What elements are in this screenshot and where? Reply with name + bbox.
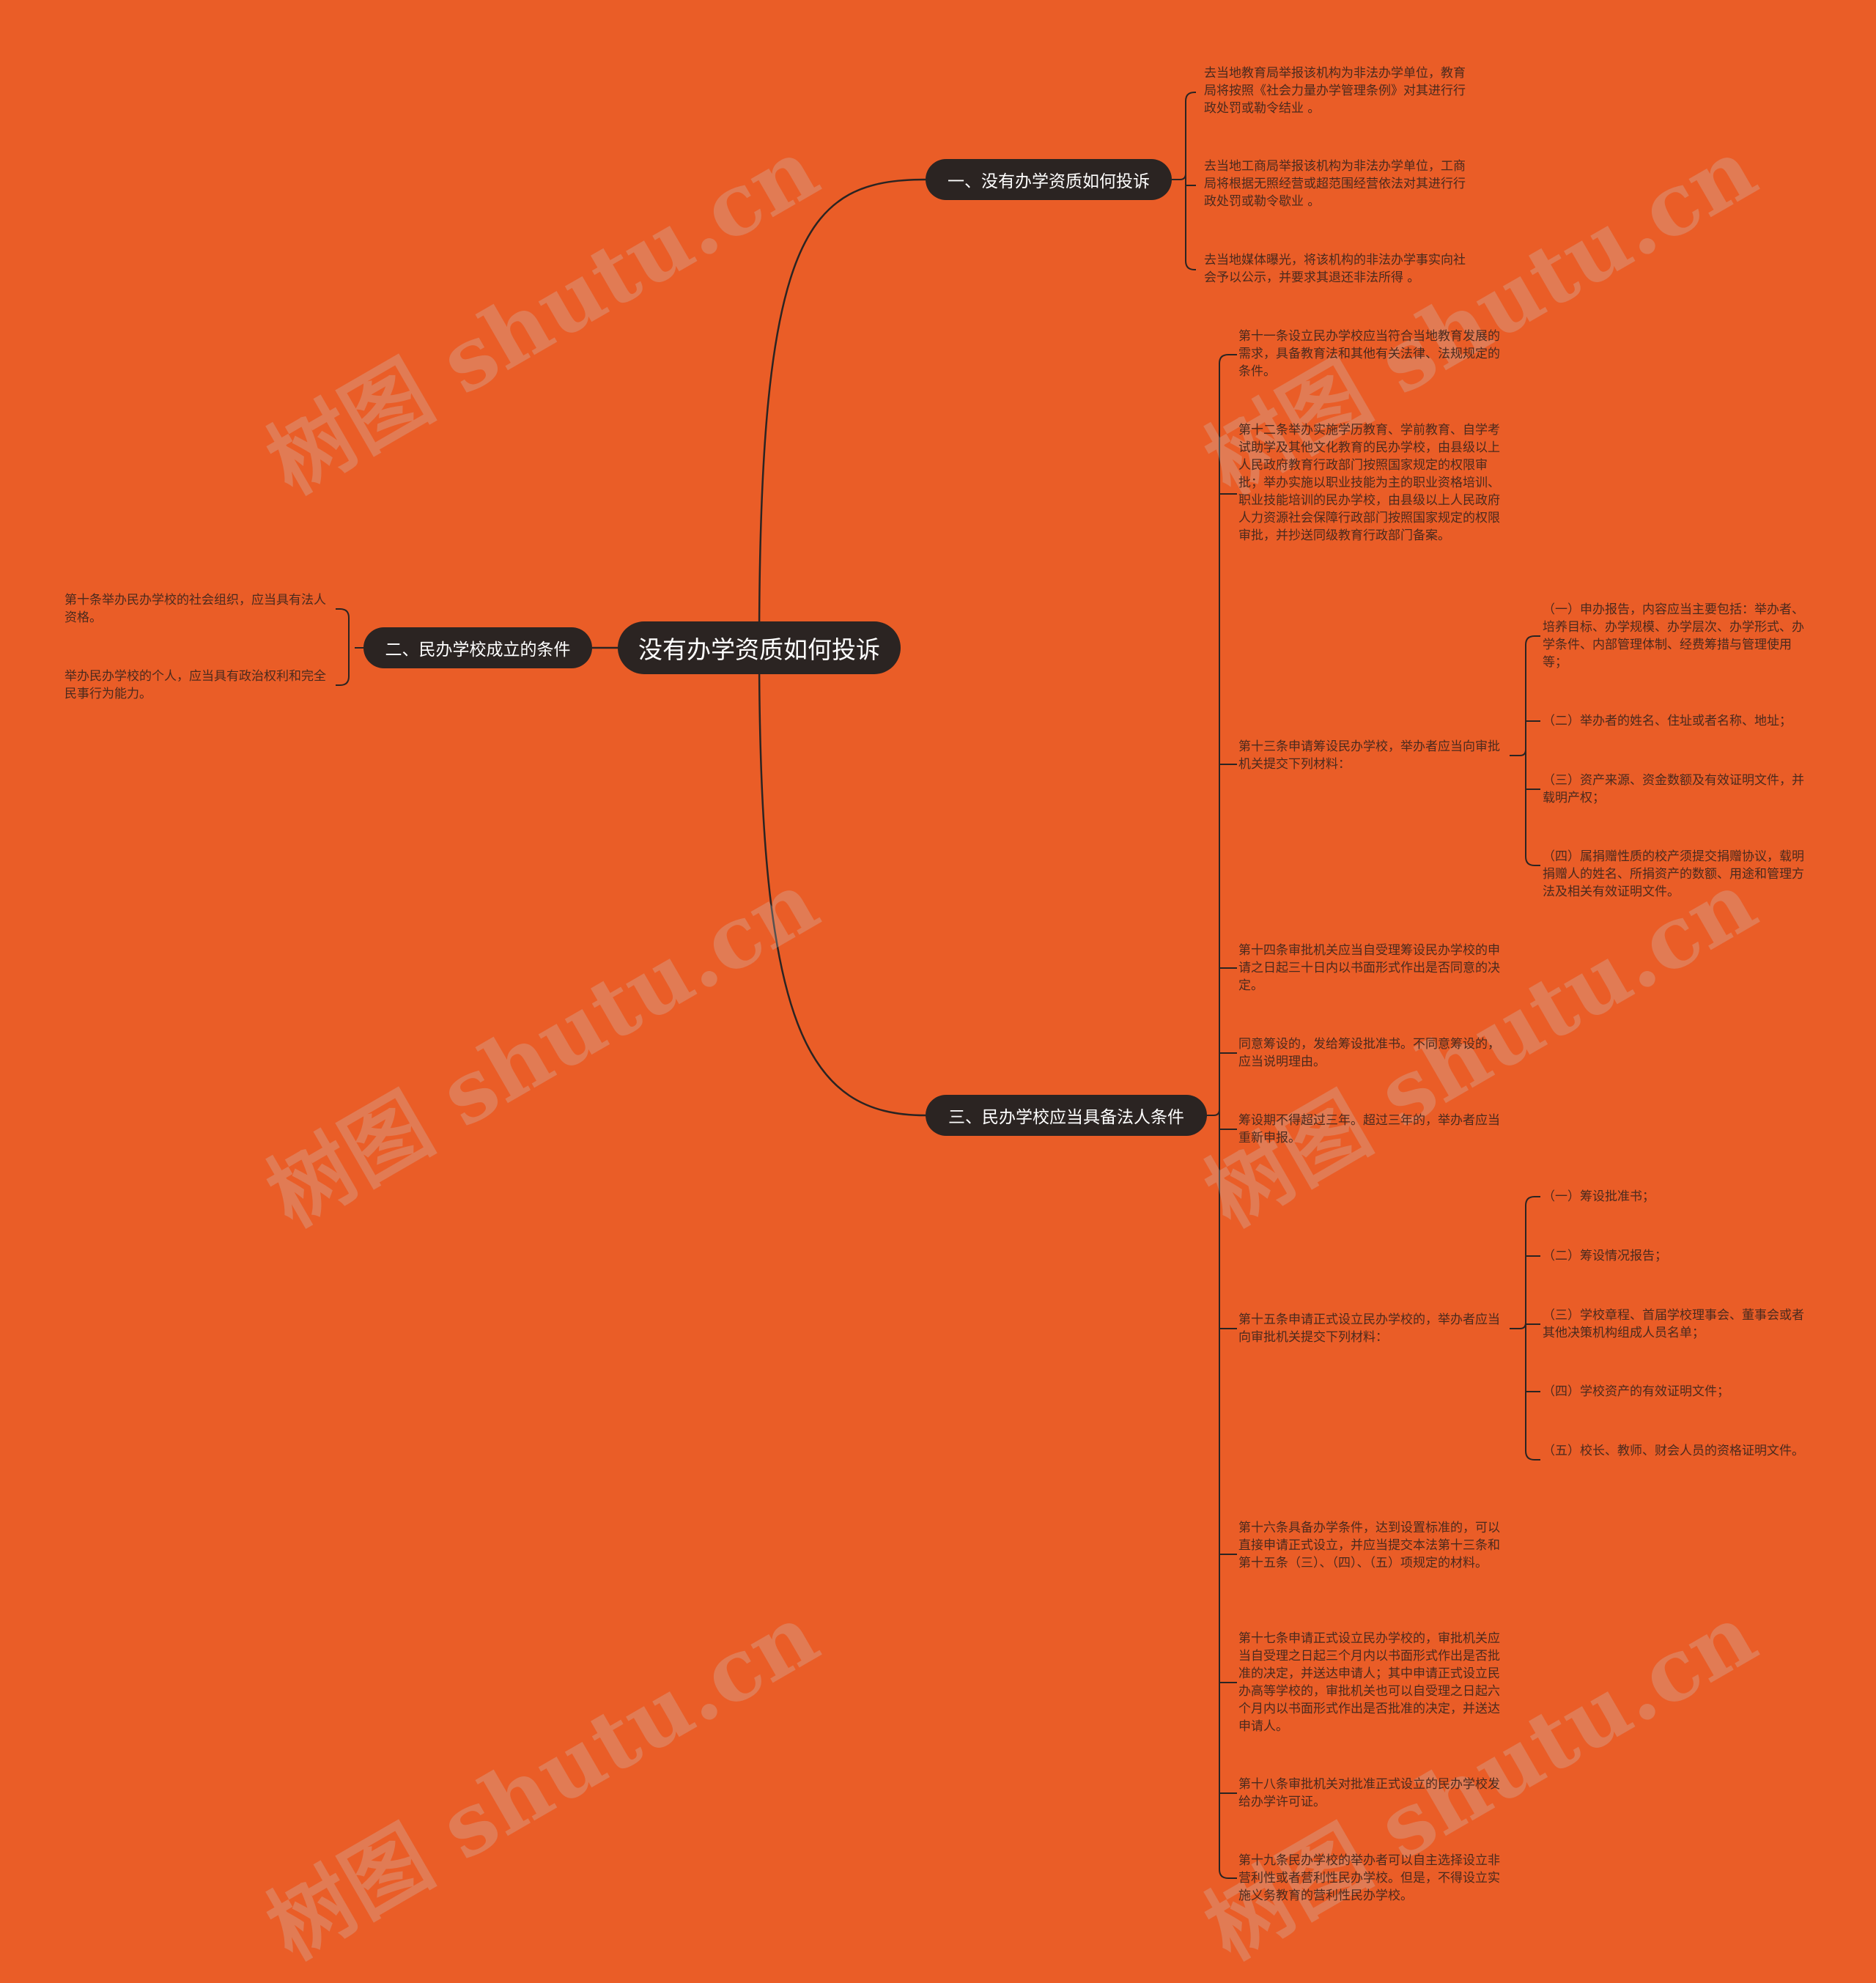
subleaf-text: （二）筹设情况报告； [1543, 1249, 1667, 1263]
leaf-text: 第十二条举办实施学历教育、学前教育、自学考试助学及其他文化教育的民办学校，由县级… [1238, 423, 1500, 543]
connector-line [758, 647, 926, 1117]
connector-line [1179, 173, 1186, 180]
leaf-text: 第十六条具备办学条件，达到设置标准的，可以直接申请正式设立，并应当提交本法第十三… [1238, 1521, 1500, 1570]
root-node[interactable]: 没有办学资质如何投诉 [618, 621, 901, 674]
leaf-text: 去当地工商局举报该机构为非法办学单位，工商局将根据无照经营或超范围经营依法对其进… [1204, 159, 1466, 209]
connector-line [1519, 1322, 1526, 1329]
leaf-text: 筹设期不得超过三年。超过三年的，举办者应当重新申报。 [1238, 1113, 1500, 1145]
connector-line [1185, 260, 1196, 270]
connector-line [1525, 856, 1540, 866]
connector-line [1525, 635, 1540, 646]
connector-line [336, 608, 350, 618]
connector-line [1519, 749, 1526, 756]
leaf-text: 去当地媒体曝光，将该机构的非法办学事实向社会予以公示，并要求其退还非法所得 。 [1204, 253, 1466, 285]
subleaf-text: （四）属捐赠性质的校产须提交捐赠协议，载明捐赠人的姓名、所捐资产的数额、用途和管… [1543, 849, 1804, 899]
leaf-text: 去当地教育局举报该机构为非法办学单位，教育局将按照《社会力量办学管理条例》对其进… [1204, 66, 1466, 116]
leaf-text: 同意筹设的，发给筹设批准书。不同意筹设的，应当说明理由。 [1238, 1037, 1500, 1069]
connector-line [1525, 1196, 1540, 1206]
leaf-text: 举办民办学校的个人，应当具有政治权利和完全民事行为能力。 [64, 669, 326, 701]
leaf-text: 第十四条审批机关应当自受理筹设民办学校的申请之日起三十日内以书面形式作出是否同意… [1238, 943, 1500, 993]
leaf-text: 第十五条申请正式设立民办学校的，举办者应当向审批机关提交下列材料： [1238, 1312, 1500, 1345]
connector-line [1219, 1869, 1237, 1879]
subleaf-text: （四）学校资产的有效证明文件； [1543, 1384, 1729, 1399]
leaf-text: 第十七条申请正式设立民办学校的，审批机关应当自受理之日起三个月内以书面形式作出是… [1238, 1631, 1500, 1734]
subleaf-text: （三）资产来源、资金数额及有效证明文件，并载明产权； [1543, 773, 1804, 805]
branch-node-1[interactable]: 一、没有办学资质如何投诉 [926, 159, 1172, 200]
leaf-text: 第十一条设立民办学校应当符合当地教育发展的需求，具备教育法和其他有关法律、法规规… [1238, 329, 1500, 379]
connector-line [758, 178, 926, 649]
leaf-text: 第十九条民办学校的举办者可以自主选择设立非营利性或者营利性民办学校。但是，不得设… [1238, 1853, 1500, 1903]
subleaf-text: （一）筹设批准书； [1543, 1189, 1655, 1204]
connector-line [1185, 92, 1196, 102]
branch-node-3[interactable]: 三、民办学校应当具备法人条件 [926, 1095, 1207, 1136]
leaf-text: 第十条举办民办学校的社会组织，应当具有法人资格。 [64, 593, 326, 625]
leaf-text: 第十三条申请筹设民办学校，举办者应当向审批机关提交下列材料： [1238, 739, 1500, 772]
connector-line [336, 676, 350, 686]
subleaf-text: （二）举办者的姓名、住址或者名称、地址； [1543, 714, 1792, 728]
subleaf-text: （一）申办报告，内容应当主要包括：举办者、培养目标、办学规模、办学层次、办学形式… [1543, 602, 1804, 670]
leaf-text: 第十八条审批机关对批准正式设立的民办学校发给办学许可证。 [1238, 1777, 1500, 1809]
subleaf-text: （三）学校章程、首届学校理事会、董事会或者其他决策机构组成人员名单； [1543, 1308, 1804, 1340]
subleaf-text: （五）校长、教师、财会人员的资格证明文件。 [1543, 1444, 1804, 1458]
connector-line [1213, 1109, 1220, 1116]
branch-node-2[interactable]: 二、民办学校成立的条件 [363, 627, 592, 668]
connector-line [1219, 354, 1237, 364]
connector-line [1525, 1450, 1540, 1461]
